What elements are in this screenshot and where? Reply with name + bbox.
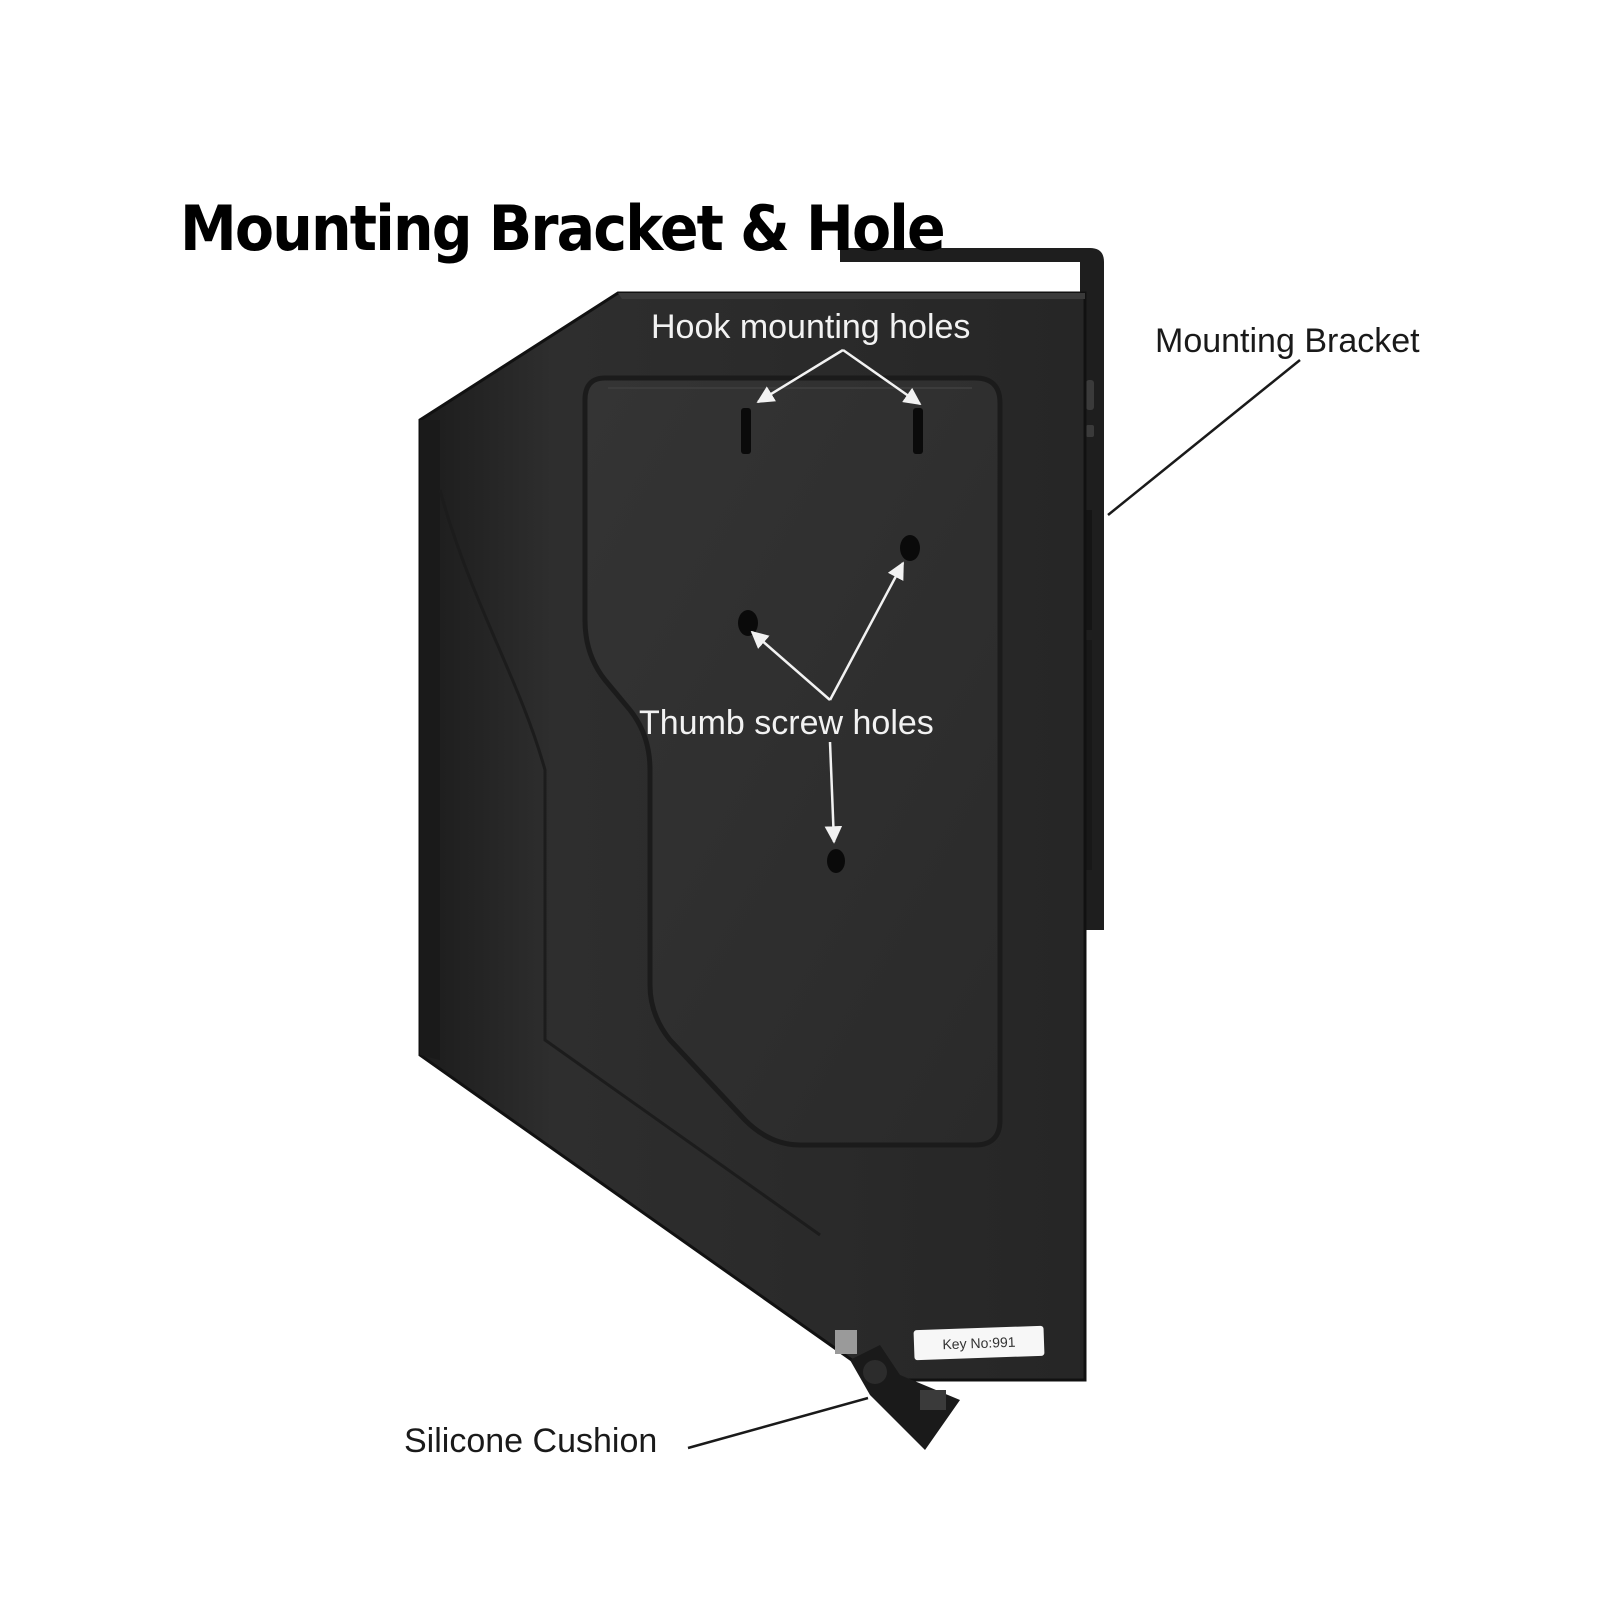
thumb-screw-holes-label: Thumb screw holes — [639, 704, 934, 742]
thumb-hole-2 — [738, 610, 758, 636]
hook-hole-left — [741, 408, 751, 454]
key-number-tag: Key No:991 — [913, 1325, 1045, 1361]
mounting-bracket-label: Mounting Bracket — [1155, 322, 1420, 360]
hook-mounting-holes-label: Hook mounting holes — [651, 308, 971, 346]
mounting-bracket — [840, 248, 1104, 930]
safe-body — [418, 291, 1087, 1382]
page-title: Mounting Bracket & Hole — [180, 192, 946, 265]
silicone-cushion — [835, 1330, 960, 1450]
callout-lines — [687, 348, 1301, 1450]
silicone-cushion-label: Silicone Cushion — [404, 1422, 658, 1460]
thumb-hole-1 — [900, 535, 920, 561]
hook-hole-right — [913, 408, 923, 454]
thumb-hole-3 — [827, 849, 845, 873]
